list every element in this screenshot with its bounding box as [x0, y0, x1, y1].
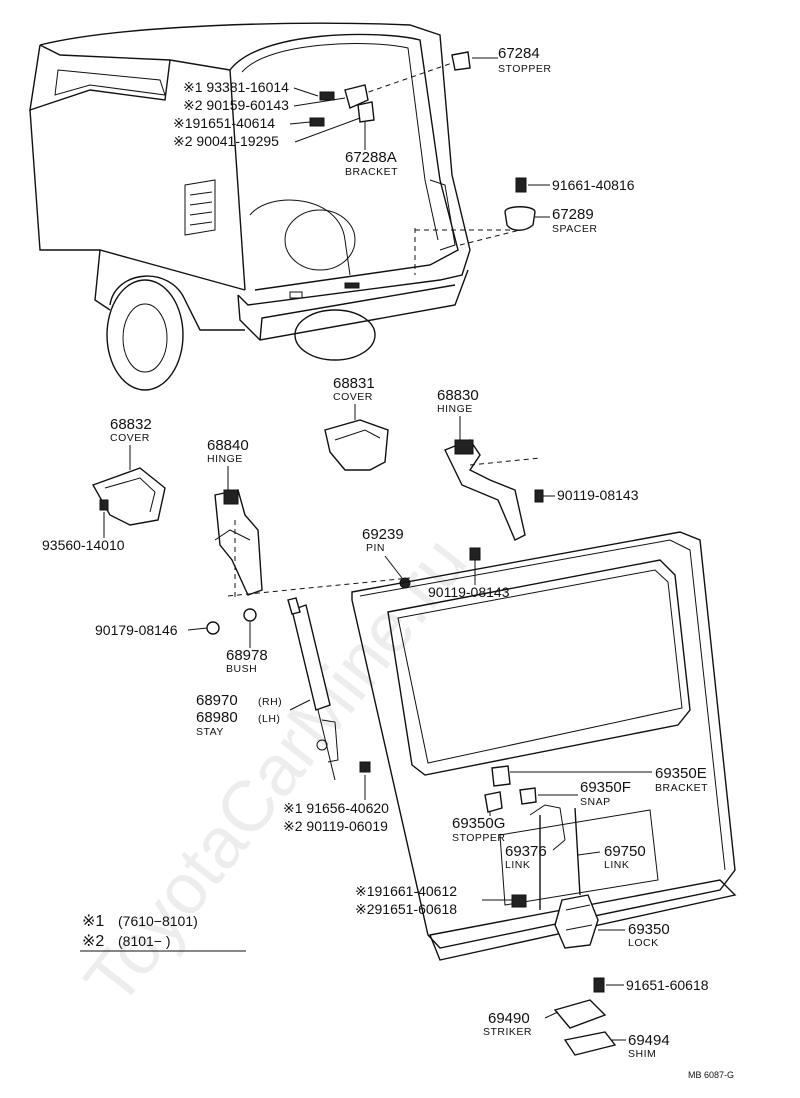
callout-69750: 69750 LINK: [577, 843, 646, 871]
part-number-90159: ※2 90159-60143: [183, 97, 289, 113]
callout-68978: 68978 BUSH: [226, 622, 268, 675]
footnote-mark-2: ※2: [82, 933, 104, 950]
part-number-68980: 68980: [196, 709, 238, 726]
part-name: SNAP: [580, 796, 611, 808]
part-name: HINGE: [207, 453, 243, 465]
part-number: 67284: [498, 45, 540, 62]
part-name: BRACKET: [655, 782, 708, 794]
callout-69490: 69490 STRIKER: [483, 1010, 559, 1038]
part-number-91651a: ※191651-40614: [173, 115, 275, 131]
part-number-91651c: 91651-60618: [626, 977, 709, 993]
part-number-91656: ※1 91656-40620: [283, 800, 389, 816]
callout-68832: 68832 COVER: [110, 416, 152, 470]
top-fasteners: [309, 51, 536, 231]
part-name: STOPPER: [498, 63, 552, 75]
part-name: SHIM: [628, 1048, 656, 1060]
part-number-91661a: 91661-40816: [552, 177, 635, 193]
part-number: 68831: [333, 375, 375, 392]
back-door-shape: [351, 531, 737, 961]
drawing-reference: MB 6087-G: [688, 1070, 734, 1080]
part-number: 69350E: [655, 765, 707, 782]
footnote-range-2: (8101− ): [118, 933, 171, 949]
stay-shape: [287, 597, 371, 781]
callout-69350E: 69350E BRACKET: [510, 765, 708, 794]
part-name: LOCK: [628, 937, 659, 949]
part-name: BRACKET: [345, 166, 398, 178]
part-name: LINK: [505, 859, 530, 871]
part-number: 68978: [226, 647, 268, 664]
hinge-68830-shape: [444, 439, 544, 541]
part-name: PIN: [366, 542, 385, 554]
part-number-93560: 93560-14010: [42, 537, 125, 553]
part-number: 69376: [505, 843, 547, 860]
part-number: 69350: [628, 921, 670, 938]
part-side-rh: (RH): [258, 696, 282, 708]
part-number-93381: ※1 93381-16014: [183, 79, 289, 95]
callout-67284: 67284 STOPPER: [472, 45, 552, 75]
part-name: COVER: [333, 391, 373, 403]
part-name: COVER: [110, 432, 150, 444]
part-name: STOPPER: [452, 832, 506, 844]
cover-68832-shape: [91, 467, 166, 526]
footnote-legend: ※1 (7610−8101) ※2 (8101− ): [80, 913, 246, 952]
part-number: 69494: [628, 1032, 670, 1049]
callout-69350G: 69350G STOPPER: [452, 812, 506, 844]
part-number: 67289: [552, 206, 594, 223]
callout-67289: 67289 SPACER: [535, 206, 597, 235]
part-name-stay: STAY: [196, 726, 224, 738]
part-number-68970: 68970: [196, 692, 238, 709]
cover-68831-shape: [324, 419, 389, 471]
lock-parts: [484, 765, 599, 949]
callout-67288A: 67288A BRACKET: [345, 122, 398, 178]
hinge-68840-shape: [214, 489, 263, 596]
part-number-90119b: 90119-08143: [428, 584, 510, 600]
part-side-lh: (LH): [258, 713, 280, 725]
callout-68840: 68840 HINGE: [207, 437, 249, 490]
footnote-range-1: (7610−8101): [118, 913, 198, 929]
part-name: SPACER: [552, 223, 597, 235]
vehicle-illustration: [29, 22, 471, 391]
part-number: 68830: [437, 387, 479, 404]
callout-69350F: 69350F SNAP: [538, 779, 631, 808]
part-number-90119a: 90119-08143: [557, 487, 639, 503]
part-number: 69490: [488, 1010, 530, 1027]
part-number: 69750: [604, 843, 646, 860]
callout-68830: 68830 HINGE: [437, 387, 479, 440]
part-number: 69350G: [452, 815, 505, 832]
part-number-90119c: ※2 90119-06019: [283, 818, 388, 834]
callout-69350: 69350 LOCK: [598, 921, 670, 949]
callout-68831: 68831 COVER: [333, 375, 375, 420]
part-number-90179: 90179-08146: [95, 622, 178, 638]
part-number: 68840: [207, 437, 249, 454]
callout-69376: 69376 LINK: [505, 839, 566, 871]
part-number-91661b: ※191661-40612: [355, 883, 457, 899]
callout-69494: 69494 SHIM: [612, 1032, 670, 1060]
part-number: 67288A: [345, 149, 397, 166]
part-number: 69239: [362, 526, 404, 543]
part-name: STRIKER: [483, 1026, 532, 1038]
part-number: 69350F: [580, 779, 631, 796]
part-number: 68832: [110, 416, 152, 433]
part-name: LINK: [604, 859, 629, 871]
part-number-91651b: ※291651-60618: [355, 901, 457, 917]
part-name: HINGE: [437, 403, 473, 415]
footnote-mark-1: ※1: [82, 913, 104, 930]
striker-shim-parts: [553, 977, 617, 1056]
callout-69239: 69239 PIN: [362, 526, 404, 579]
part-number-90041: ※2 90041-19295: [173, 133, 279, 149]
part-name: BUSH: [226, 663, 257, 675]
